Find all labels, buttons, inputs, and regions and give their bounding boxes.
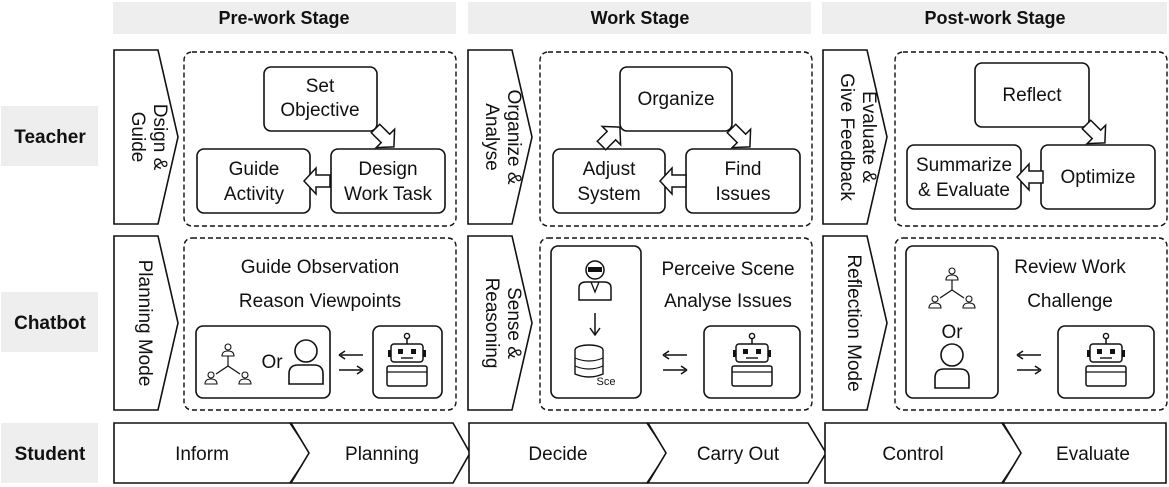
box-text: Guide <box>229 159 280 180</box>
box-text: Issues <box>716 184 771 205</box>
row-label-teacher-text: Teacher <box>14 127 86 148</box>
box-text: Reflect <box>1002 85 1062 106</box>
box-text: System <box>577 184 640 205</box>
sce-label: Sce <box>597 376 616 388</box>
mode-text: Reflection Mode <box>843 254 864 391</box>
teacher-work-panel <box>539 51 813 227</box>
find-issues-box: Find Issues <box>685 148 801 214</box>
stage-header-work: Work Stage <box>468 2 811 34</box>
chevron-carry-out <box>646 422 827 484</box>
stage-header-post: Post-work Stage <box>822 2 1167 34</box>
chatbot-work-panel <box>539 237 813 411</box>
chatbot-pre-line2: Reason Viewpoints <box>239 291 401 312</box>
box-text: Find <box>725 159 762 180</box>
chatbot-work-mode: Sense & Reasoning <box>467 235 533 411</box>
scene-box: Sce <box>550 245 642 399</box>
design-work-task-box: Design Work Task <box>330 148 446 214</box>
swap-arrows-icon <box>662 350 688 375</box>
box-text: & Evaluate <box>918 180 1010 201</box>
robot-box <box>703 325 801 399</box>
chatbot-pre-mode: Planning Mode <box>113 235 179 411</box>
box-text: Work Task <box>344 184 432 205</box>
robot-box <box>1057 325 1155 399</box>
chatbot-work-line1: Perceive Scene <box>661 259 794 280</box>
row-label-student: Student <box>1 423 98 483</box>
box-text: Objective <box>280 100 359 121</box>
row-label-student-text: Student <box>15 444 86 465</box>
guide-activity-box: Guide Activity <box>196 148 311 214</box>
scientist-icon <box>578 260 612 301</box>
chatbot-post-line2: Challenge <box>1027 291 1113 312</box>
mode-text: Sense & <box>503 287 524 359</box>
box-text: Set <box>306 76 335 97</box>
teacher-post-panel <box>894 51 1168 227</box>
step-carry-out: Carry Out <box>697 444 780 465</box>
chatbot-pre-panel <box>183 237 457 411</box>
row-label-chatbot-text: Chatbot <box>14 313 86 334</box>
step-control: Control <box>882 444 943 465</box>
summarize-evaluate-box: Summarize & Evaluate <box>906 144 1022 210</box>
box-text: Adjust <box>583 159 637 180</box>
reflect-box: Reflect <box>974 62 1090 128</box>
stage-header-pre: Pre-work Stage <box>113 2 456 34</box>
mode-text: Reasoning <box>481 278 502 369</box>
mode-text: Planning Mode <box>134 260 155 387</box>
chatbot-post-line1: Review Work <box>1014 257 1126 278</box>
box-text: Summarize <box>916 155 1012 176</box>
mode-text: Organize & <box>503 89 524 184</box>
student-process-chevrons: Inform Planning Decide Carry Out Control… <box>113 422 1167 484</box>
swap-arrows-icon <box>1016 350 1042 375</box>
user-options-box: Or <box>195 325 331 399</box>
mode-text: Give Feedback <box>836 73 857 201</box>
row-label-chatbot: Chatbot <box>1 292 98 352</box>
user-options-box: Or <box>905 245 999 399</box>
optimize-box: Optimize <box>1040 144 1156 210</box>
box-text: Design <box>358 159 417 180</box>
teacher-pre-panel <box>183 51 457 227</box>
chevron-evaluate <box>1001 422 1167 484</box>
mode-text: Analyse <box>481 103 502 171</box>
or-text: Or <box>261 352 283 373</box>
database-icon <box>574 344 604 378</box>
stage-title-work: Work Stage <box>591 8 690 28</box>
teacher-pre-mode: Dsign & Guide <box>113 49 179 225</box>
chatbot-post-panel <box>894 237 1168 411</box>
chatbot-work-line2: Analyse Issues <box>664 291 792 312</box>
step-evaluate: Evaluate <box>1056 444 1130 465</box>
adjust-system-box: Adjust System <box>552 148 666 214</box>
step-planning: Planning <box>345 444 419 465</box>
mode-text: Dsign & <box>149 104 170 171</box>
mode-text: Evaluate & <box>858 91 879 183</box>
stage-title-post: Post-work Stage <box>924 8 1065 28</box>
chatbot-pre-line1: Guide Observation <box>241 257 399 278</box>
step-inform: Inform <box>175 444 229 465</box>
swap-arrows-icon <box>338 350 364 375</box>
step-decide: Decide <box>528 444 587 465</box>
or-text: Or <box>941 322 963 343</box>
teacher-post-mode: Evaluate & Give Feedback <box>822 49 888 225</box>
chatbot-post-mode: Reflection Mode <box>822 235 888 411</box>
box-text: Optimize <box>1061 167 1136 188</box>
robot-box <box>372 325 443 399</box>
teacher-work-mode: Organize & Analyse <box>467 49 533 225</box>
set-objective-box: Set Objective <box>263 66 378 132</box>
organize-box: Organize <box>619 66 733 132</box>
stage-title-pre: Pre-work Stage <box>218 8 349 28</box>
box-text: Activity <box>224 184 285 205</box>
mode-text: Guide <box>127 112 148 163</box>
row-label-teacher: Teacher <box>1 106 98 166</box>
box-text: Organize <box>637 89 714 110</box>
chevron-planning <box>289 422 471 484</box>
